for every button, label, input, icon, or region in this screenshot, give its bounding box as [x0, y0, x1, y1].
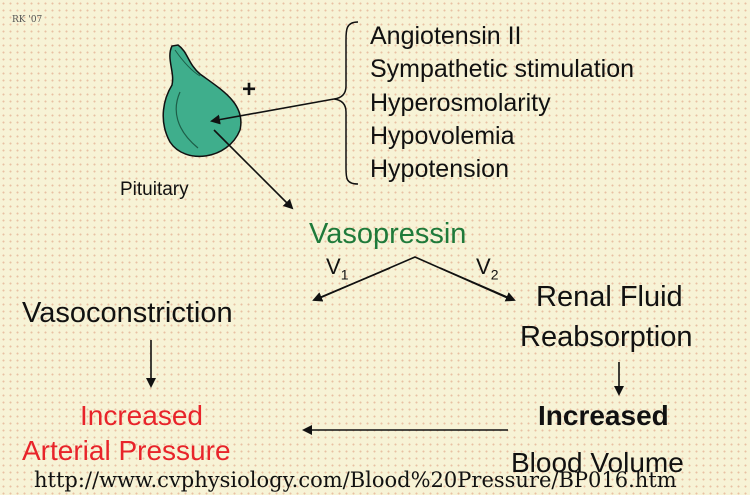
stimulus-angiotensin: Angiotensin II — [370, 22, 522, 50]
vasopressin-label: Vasopressin — [309, 218, 467, 250]
vasoconstriction-label: Vasoconstriction — [22, 297, 233, 329]
stimuli-to-pituitary-arrow — [210, 98, 335, 125]
author-signature: RK '07 — [12, 15, 43, 25]
plus-sign: + — [242, 76, 257, 103]
renal-fluid-label: Renal Fluid — [536, 281, 683, 313]
receptor-v2-subscript: 2 — [490, 266, 499, 283]
source-url: http://www.cvphysiology.com/Blood%20Pres… — [34, 468, 677, 492]
increased-volume-line1: Increased — [538, 400, 669, 431]
receptor-v2-label: V2 — [476, 254, 499, 283]
pituitary-to-vasopressin-arrow — [213, 129, 294, 210]
v1-arrow — [312, 267, 391, 302]
stimulus-hyperosmolarity: Hyperosmolarity — [370, 89, 551, 117]
pituitary-label: Pituitary — [120, 179, 189, 200]
receptor-v1-letter: V — [326, 254, 341, 279]
reabsorption-label: Reabsorption — [520, 321, 693, 353]
pituitary-gland-icon — [162, 44, 242, 158]
receptor-v2-letter: V — [476, 254, 491, 279]
v2-arrow — [439, 267, 516, 302]
increased-pressure-line1: Increased — [80, 400, 203, 431]
stimulus-hypotension: Hypotension — [370, 155, 509, 183]
receptor-v1-subscript: 1 — [340, 266, 349, 283]
increased-volume-line2: Blood Volume — [511, 447, 684, 478]
stimuli-brace — [333, 21, 359, 185]
receptor-v1-label: V1 — [326, 254, 349, 283]
increased-pressure-line2: Arterial Pressure — [22, 435, 231, 466]
stimulus-sympathetic: Sympathetic stimulation — [370, 55, 635, 83]
stimulus-hypovolemia: Hypovolemia — [370, 122, 515, 150]
